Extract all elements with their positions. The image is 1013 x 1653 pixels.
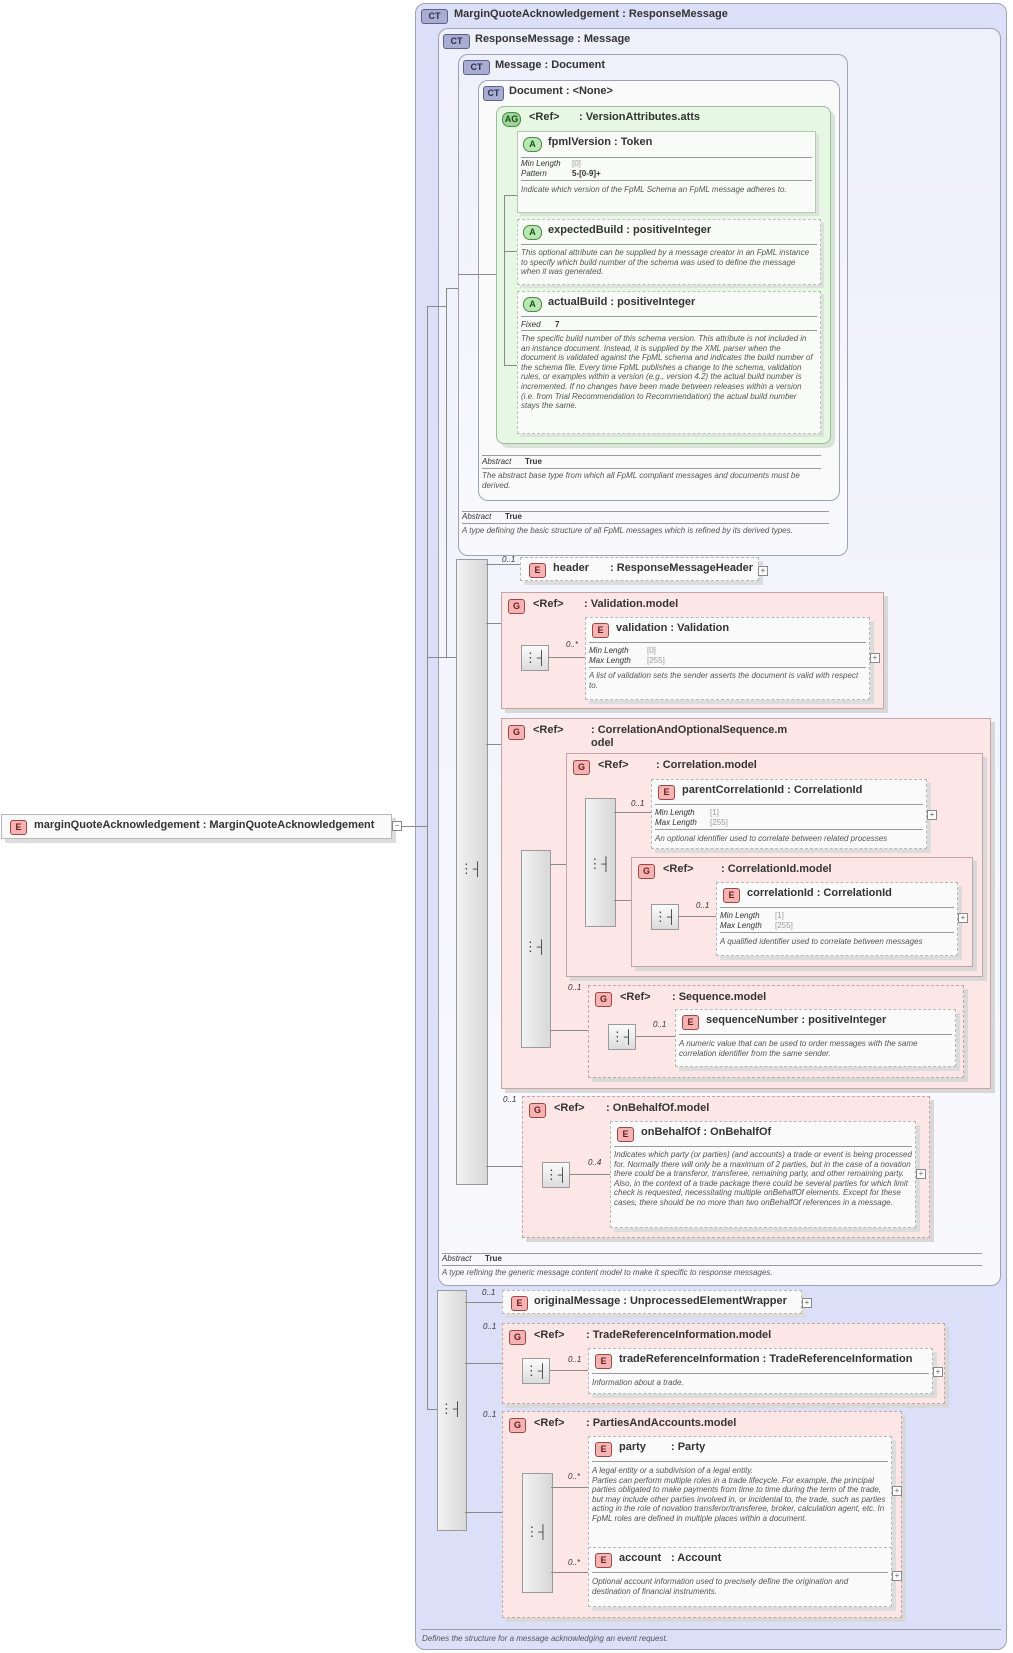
element-parent-correlation-id[interactable]: E parentCorrelationId : CorrelationId Mi… xyxy=(651,779,927,849)
element-icon: E xyxy=(595,1553,612,1568)
sequence-icon[interactable]: ⋮┤ xyxy=(523,939,547,954)
element-icon: E xyxy=(529,563,546,578)
expand-toggle[interactable]: + xyxy=(958,913,968,923)
sequence-icon[interactable]: ⋮┤ xyxy=(522,1358,550,1384)
group-icon: G xyxy=(595,992,612,1007)
expand-toggle[interactable]: + xyxy=(892,1486,902,1496)
complex-type-icon: CT xyxy=(483,86,504,101)
sequence-icon[interactable]: ⋮┤ xyxy=(459,861,483,876)
expand-toggle[interactable]: + xyxy=(802,1298,812,1308)
element-validation[interactable]: E validation : Validation Min Length [0]… xyxy=(585,617,870,700)
attribute-fpml-version[interactable]: A fpmlVersion : Token Min Length [0] Pat… xyxy=(517,131,816,213)
element-margin-quote-acknowledgement[interactable]: E marginQuoteAcknowledgement : MarginQuo… xyxy=(1,814,392,839)
type-name: Message : Document xyxy=(495,59,606,71)
element-on-behalf-of[interactable]: E onBehalfOf : OnBehalfOf Indicates whic… xyxy=(610,1121,916,1228)
attribute-icon: A xyxy=(523,225,542,240)
sequence-compositor xyxy=(521,850,551,1048)
element-icon: E xyxy=(511,1296,528,1311)
expand-toggle[interactable]: + xyxy=(916,1169,926,1179)
group-icon: G xyxy=(509,1330,526,1345)
attribute-group-icon: AG xyxy=(502,112,521,127)
element-icon: E xyxy=(658,785,675,800)
element-icon: E xyxy=(10,820,27,835)
element-account[interactable]: E account : Account Optional account inf… xyxy=(588,1547,892,1607)
element-icon: E xyxy=(592,623,609,638)
type-name: Document : <None> xyxy=(509,85,613,97)
group-icon: G xyxy=(508,725,525,740)
element-icon: E xyxy=(682,1015,699,1030)
sequence-compositor xyxy=(437,1290,467,1531)
sequence-compositor xyxy=(456,559,488,1185)
sequence-icon[interactable]: ⋮┤ xyxy=(439,1401,463,1416)
group-icon: G xyxy=(573,760,590,775)
sequence-icon[interactable]: ⋮┤ xyxy=(521,645,549,671)
attribute-icon: A xyxy=(523,137,542,152)
type-name: ResponseMessage : Message xyxy=(475,33,631,45)
group-icon: G xyxy=(529,1103,546,1118)
type-description: Defines the structure for a message ackn… xyxy=(422,1634,668,1643)
expand-toggle[interactable]: + xyxy=(870,653,880,663)
element-icon: E xyxy=(595,1354,612,1369)
complex-type-icon: CT xyxy=(463,60,490,75)
group-name: : VersionAttributes.atts xyxy=(579,111,701,123)
group-icon: G xyxy=(509,1418,526,1433)
expand-toggle[interactable]: + xyxy=(927,810,937,820)
expand-toggle[interactable]: + xyxy=(933,1367,943,1377)
complex-type-icon: CT xyxy=(443,34,470,49)
expand-toggle[interactable]: + xyxy=(892,1571,902,1581)
sequence-icon[interactable]: ⋮┤ xyxy=(542,1162,570,1188)
group-icon: G xyxy=(638,864,655,879)
element-original-message[interactable]: E originalMessage : UnprocessedElementWr… xyxy=(502,1290,802,1314)
expand-toggle[interactable]: + xyxy=(758,566,768,576)
sequence-icon[interactable]: ⋮┤ xyxy=(651,904,679,930)
group-icon: G xyxy=(508,599,525,614)
element-correlation-id[interactable]: E correlationId : CorrelationId Min Leng… xyxy=(716,882,958,956)
sequence-icon[interactable]: ⋮┤ xyxy=(608,1024,636,1050)
type-name: MarginQuoteAcknowledgement : ResponseMes… xyxy=(454,8,728,20)
element-party[interactable]: E party : Party A legal entity or a subd… xyxy=(588,1436,892,1565)
element-trade-reference-information[interactable]: E tradeReferenceInformation : TradeRefer… xyxy=(588,1348,933,1394)
attribute-icon: A xyxy=(523,297,542,312)
element-icon: E xyxy=(723,888,740,903)
complex-type-icon: CT xyxy=(421,9,448,24)
sequence-compositor xyxy=(522,1473,553,1593)
attribute-expected-build[interactable]: A expectedBuild : positiveInteger This o… xyxy=(517,219,821,285)
element-icon: E xyxy=(617,1127,634,1142)
attribute-actual-build[interactable]: A actualBuild : positiveInteger Fixed 7 … xyxy=(517,291,821,434)
sequence-icon[interactable]: ⋮┤ xyxy=(525,1524,548,1539)
sequence-compositor xyxy=(585,798,616,927)
element-header[interactable]: E header : ResponseMessageHeader xyxy=(520,557,759,581)
element-sequence-number[interactable]: E sequenceNumber : positiveInteger A num… xyxy=(675,1009,956,1067)
collapse-toggle[interactable]: − xyxy=(392,821,402,831)
sequence-icon[interactable]: ⋮┤ xyxy=(588,856,611,871)
element-icon: E xyxy=(595,1442,612,1457)
type-description: A type refining the generic message cont… xyxy=(442,1268,773,1277)
type-description: A type defining the basic structure of a… xyxy=(462,526,793,535)
type-description: The abstract base type from which all Fp… xyxy=(482,471,800,490)
